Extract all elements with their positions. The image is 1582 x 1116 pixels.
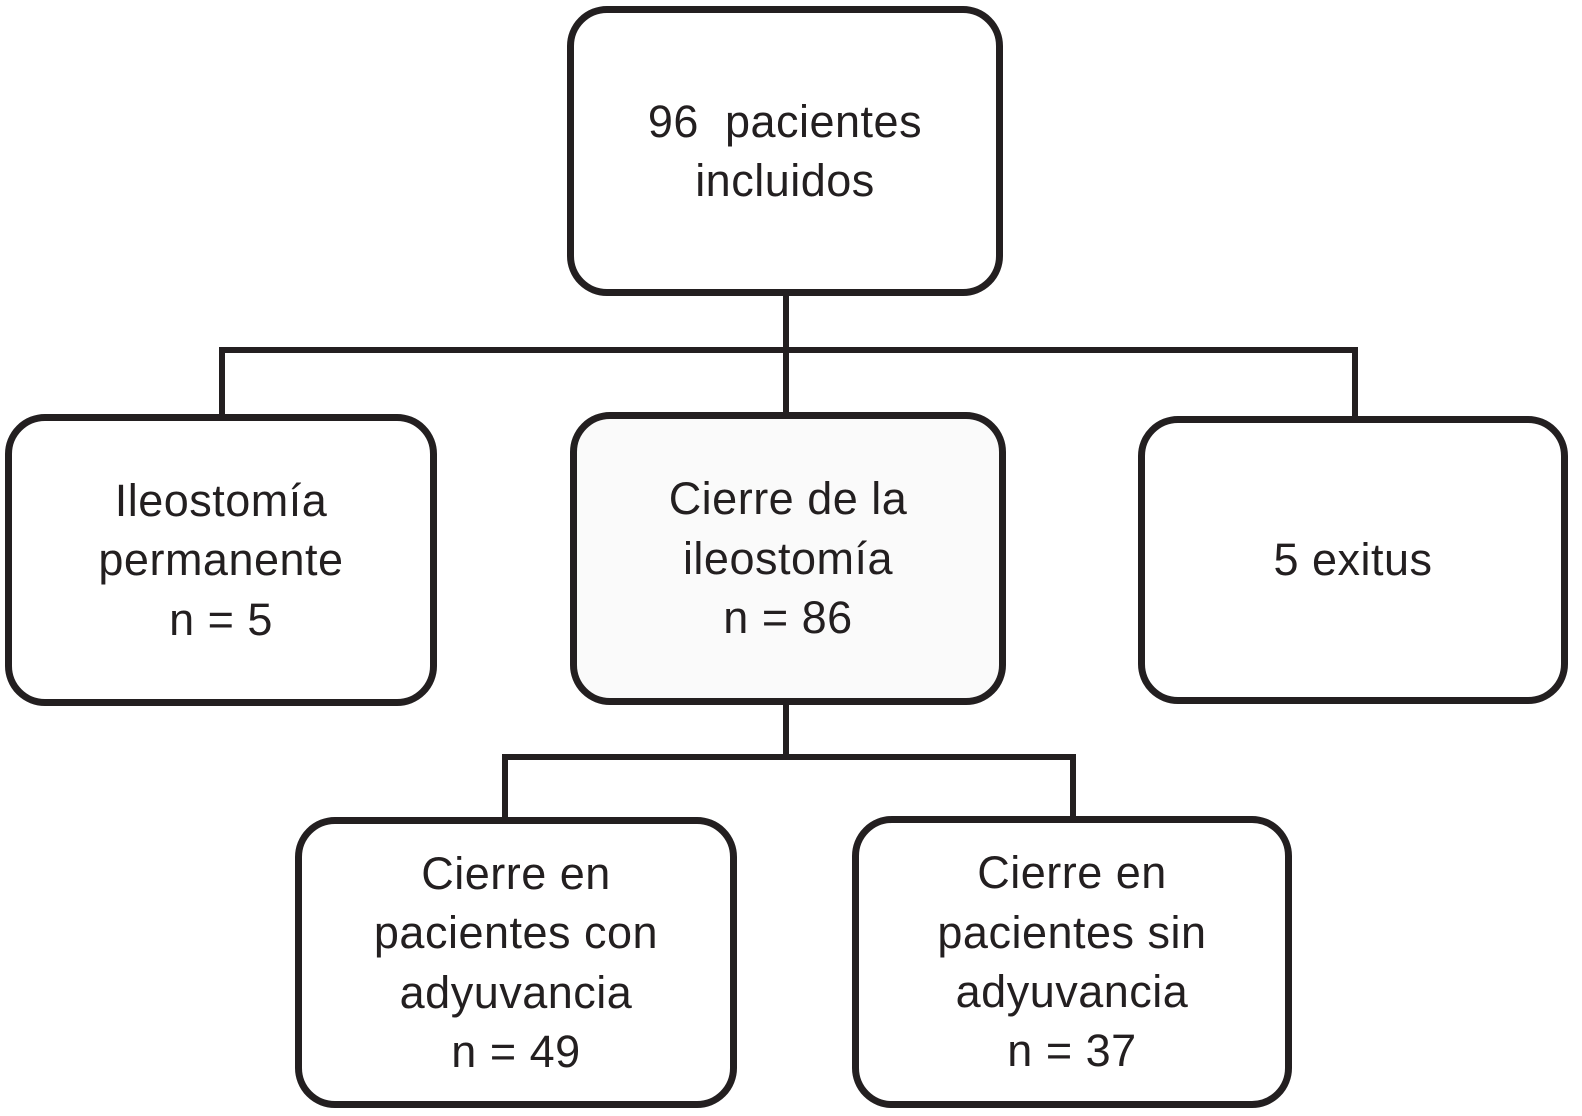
node-included-patients: 96 pacientes incluidos (567, 6, 1003, 296)
connector-closure-to-row3-vertical (783, 700, 789, 760)
node-included-patients-label: 96 pacientes incluidos (647, 95, 923, 206)
node-closure-with-adjuvant-label: Cierre en pacientes con adyuvancia n = 4… (373, 847, 659, 1077)
node-exitus: 5 exitus (1138, 416, 1568, 704)
connector-row3-left-drop (502, 754, 508, 824)
connector-included-to-row2-vertical (783, 290, 789, 420)
connector-row3-horizontal (502, 754, 1076, 760)
node-ileostomy-closure-label: Cierre de la ileostomía n = 86 (668, 473, 908, 644)
node-ileostomy-closure: Cierre de la ileostomía n = 86 (570, 412, 1006, 705)
connector-row2-left-drop (219, 347, 225, 420)
connector-row2-right-drop (1352, 347, 1358, 422)
node-closure-with-adjuvant: Cierre en pacientes con adyuvancia n = 4… (295, 817, 737, 1108)
node-closure-without-adjuvant-label: Cierre en pacientes sin adyuvancia n = 3… (937, 847, 1207, 1077)
node-exitus-label: 5 exitus (1273, 534, 1433, 586)
node-permanent-ileostomy: Ileostomía permanente n = 5 (5, 414, 437, 706)
node-closure-without-adjuvant: Cierre en pacientes sin adyuvancia n = 3… (852, 816, 1292, 1108)
connector-row3-right-drop (1070, 754, 1076, 824)
connector-row2-horizontal (219, 347, 1358, 353)
node-permanent-ileostomy-label: Ileostomía permanente n = 5 (98, 474, 344, 645)
